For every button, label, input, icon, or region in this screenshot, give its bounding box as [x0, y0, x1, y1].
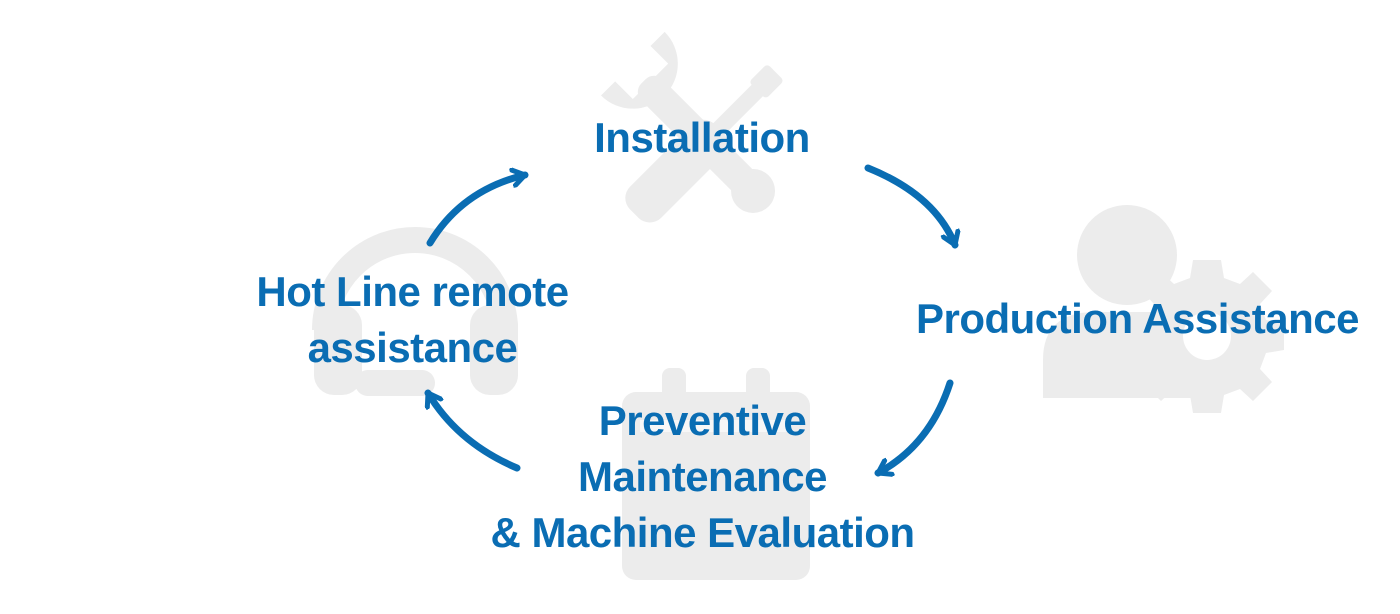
- step-label-line: & Machine Evaluation: [490, 509, 915, 556]
- arrow-hotline-to-installation: [426, 175, 529, 247]
- arrow-installation-to-production: [864, 164, 955, 249]
- arrow-production-to-preventive: [874, 379, 954, 473]
- headset-icon: [312, 227, 518, 396]
- arrow-preventive-to-hotline: [424, 389, 521, 472]
- step-label-line: assistance: [307, 324, 518, 371]
- step-label-line: Hot Line remote: [256, 268, 569, 315]
- step-label-line: Installation: [594, 114, 810, 161]
- wrench-screwdriver-icon: [601, 31, 783, 223]
- step-label-line: Production Assistance: [915, 295, 1360, 342]
- calendar-check-icon: [622, 368, 810, 580]
- step-label-installation: Installation: [560, 110, 844, 166]
- step-label-preventive-maintenance: Preventive Maintenance & Machine Evaluat…: [430, 393, 975, 561]
- step-label-production-assistance: Production Assistance: [880, 291, 1395, 347]
- step-label-line: Preventive: [598, 397, 807, 444]
- step-label-hotline-remote-assistance: Hot Line remote assistance: [215, 264, 610, 376]
- user-gear-icon: [1043, 205, 1284, 413]
- step-label-line: Maintenance: [578, 453, 827, 500]
